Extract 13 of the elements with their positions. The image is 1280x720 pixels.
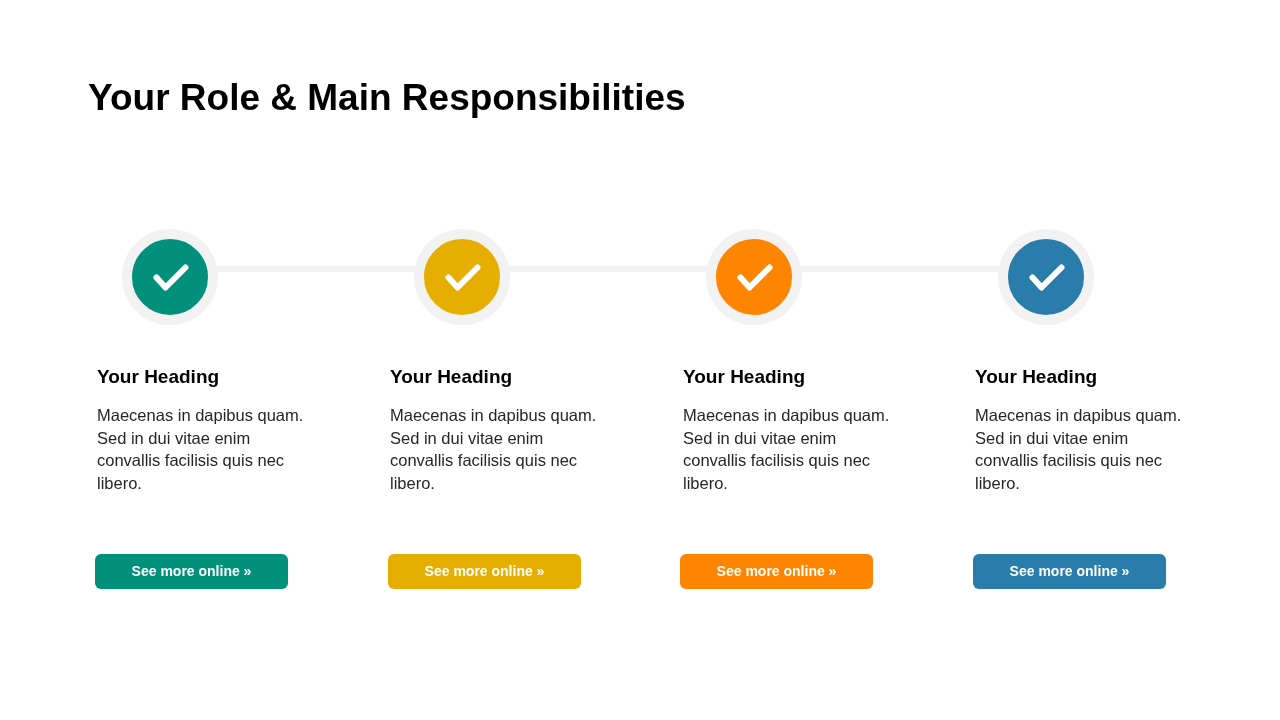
slide-title: Your Role & Main Responsibilities [88, 76, 686, 120]
step-heading: Your Heading [390, 365, 513, 389]
step-description: Maecenas in dapibus quam. Sed in dui vitae enim convallis facilisis quis nec libero. [97, 405, 305, 495]
step-description: Maecenas in dapibus quam. Sed in dui vitae enim convallis facilisis quis nec libero. [390, 405, 598, 495]
step-heading: Your Heading [97, 365, 220, 389]
see-more-button: See more online » [95, 554, 288, 589]
see-more-button: See more online » [973, 554, 1166, 589]
step-heading: Your Heading [975, 365, 1098, 389]
step-description: Maecenas in dapibus quam. Sed in dui vitae enim convallis facilisis quis nec libero. [683, 405, 891, 495]
step-heading: Your Heading [683, 365, 806, 389]
see-more-button: See more online » [680, 554, 873, 589]
see-more-button: See more online » [388, 554, 581, 589]
step-description: Maecenas in dapibus quam. Sed in dui vitae enim convallis facilisis quis nec libero. [975, 405, 1183, 495]
